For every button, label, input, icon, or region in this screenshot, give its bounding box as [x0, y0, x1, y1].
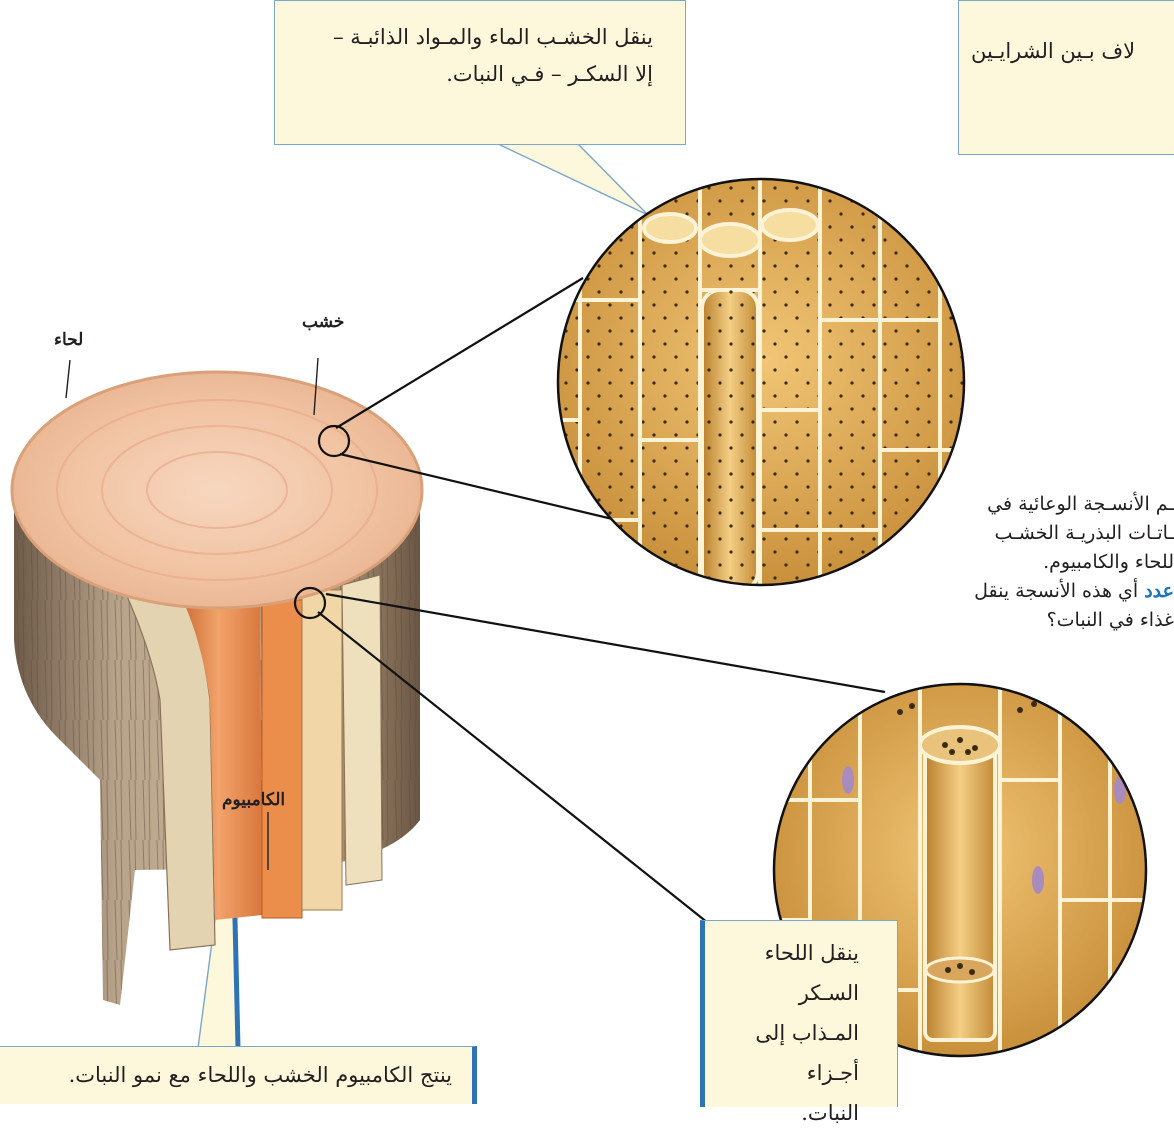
- side-paragraph-line4-rest: أي هذه الأنسجة ينقل: [974, 580, 1138, 602]
- phloem-callout-line1: ينقل اللحاء السـكر: [715, 933, 859, 1013]
- xylem-magnified-view: [540, 170, 990, 590]
- phloem-callout-box: ينقل اللحاء السـكر المـذاب إلى أجـزاء ال…: [700, 920, 898, 1107]
- xylem-label: خشب: [302, 312, 344, 332]
- xylem-callout-line2: إلا السكـر – فـي النبات.: [287, 56, 653, 93]
- xylem-callout-tail: [498, 144, 648, 215]
- identify-keyword: عدد: [1144, 580, 1174, 602]
- phloem-label: لحاء: [54, 330, 83, 350]
- side-paragraph-line4: عدد أي هذه الأنسجة ينقل: [929, 577, 1174, 606]
- stem-top-surface: [12, 372, 422, 608]
- xylem-callout: ينقل الخشـب الماء والمـواد الذائبـة – إل…: [274, 0, 686, 145]
- side-paragraph-line5: غذاء في النبات؟: [929, 606, 1174, 635]
- side-paragraph-line3: للحاء والكامبيوم.: [929, 548, 1174, 577]
- phloem-callout-line2: المـذاب إلى أجـزاء: [715, 1013, 859, 1093]
- side-paragraph: ـم الأنسـجة الوعائية في ـاتـات البذريـة …: [929, 490, 1174, 635]
- cambium-callout: ينتج الكامبيوم الخشب واللحاء مع نمو النب…: [0, 1046, 477, 1104]
- xylem-band: [302, 590, 342, 910]
- side-paragraph-line1: ـم الأنسـجة الوعائية في: [929, 490, 1174, 519]
- side-paragraph-line2: ـاتـات البذريـة الخشـب: [929, 519, 1174, 548]
- cambium-band: [262, 600, 302, 918]
- zoom-line-xylem-upper: [336, 278, 583, 428]
- phloem-label-line: [66, 360, 70, 398]
- xylem-callout-line1: ينقل الخشـب الماء والمـواد الذائبـة –: [287, 19, 653, 56]
- peeled-phloem-strip: [342, 575, 382, 885]
- cambium-label: الكامبيوم: [222, 790, 285, 810]
- top-right-callout-text: لاف بـين الشرايـين: [959, 33, 1174, 70]
- stem-cross-section: [12, 372, 422, 1005]
- top-right-callout: لاف بـين الشرايـين: [958, 0, 1174, 155]
- cambium-callout-text: ينتج الكامبيوم الخشب واللحاء مع نمو النب…: [69, 1063, 452, 1087]
- phloem-callout-line3: النبات.: [715, 1093, 859, 1133]
